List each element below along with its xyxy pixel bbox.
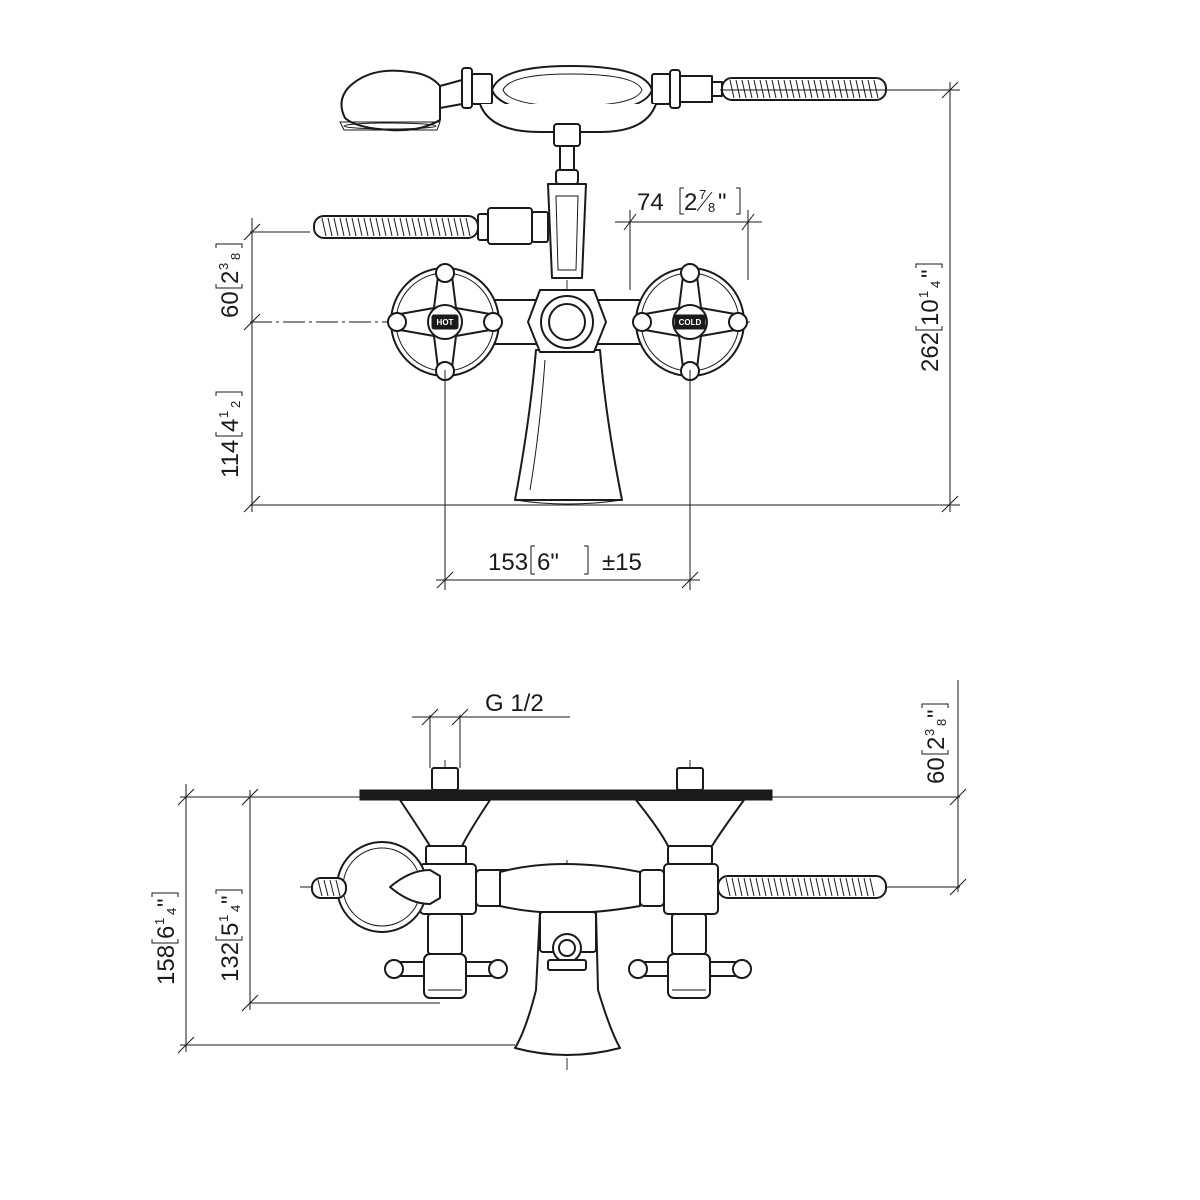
hot-valve: HOT [387,263,503,381]
dim-262-whole: 10 [917,299,944,326]
dim-262-front: 262 10 1 4 " [915,81,959,513]
thread-size: G 1/2 [485,690,544,717]
svg-text:": " [217,895,244,904]
dim-158-den: 4 [164,908,179,915]
dim-132-den: 4 [228,905,243,912]
shower-holder [336,841,441,933]
dim-132-metric: 132 [217,942,244,982]
dim-158-plan: 158 6 1 4 " [151,784,195,1054]
dim-132-num: 1 [216,915,231,922]
dim-60-front: 60 2 3 8 [215,218,261,331]
dim-60-den: 8 [228,253,243,260]
hose-right-plan [717,875,887,899]
svg-text:": " [917,269,944,278]
dim-74-metric: 74 [637,189,664,216]
dim-60p-metric: 60 [923,757,950,784]
top-plan: G 1/2 60 2 3 8 " 132 5 [151,680,967,1070]
dim-132-plan: 132 5 1 4 " [215,788,259,1012]
front-elevation: HOT COLD 74 2 [215,65,960,590]
dim-132-whole: 5 [217,923,244,936]
dim-158-num: 1 [152,918,167,925]
dim-153-metric: 153 [488,549,528,576]
dim-153-front: 153 6" ±15 [436,545,700,589]
dim-158-metric: 158 [153,945,180,985]
dim-114-den: 2 [228,401,243,408]
dim-153-imperial: 6" [537,549,559,576]
dim-60p-den: 8 [934,719,949,726]
dim-262-den: 4 [928,281,943,288]
dim-60-whole: 2 [217,271,244,284]
dim-262-metric: 262 [917,332,944,372]
dim-114-front: 114 4 1 2 [215,330,261,513]
cold-handle-plan [628,913,752,999]
wall-plate [359,789,773,801]
dim-60-num: 3 [216,263,231,270]
dim-158-whole: 6 [153,926,180,939]
dim-74-num: 7 [699,187,706,202]
center-hub [527,289,607,353]
dim-114-metric: 114 [217,440,244,478]
dim-60p-whole: 2 [923,737,950,750]
dim-153-tolerance: ±15 [602,549,642,576]
hose-left-plan [311,877,347,899]
dim-74-den: 8 [708,200,715,215]
svg-text:": " [923,709,950,718]
dim-60p-num: 3 [922,729,937,736]
dim-60-metric: 60 [217,291,244,318]
dim-114-num: 1 [216,411,231,418]
cold-label: COLD [679,318,702,327]
dim-60-plan: 60 2 3 8 " [921,680,967,896]
dim-74: 74 2 7 8 " [615,187,762,231]
hot-label: HOT [437,318,454,327]
svg-text:": " [153,898,180,907]
hose-upper [721,77,887,101]
dim-262-num: 1 [916,291,931,298]
hose-left [313,207,549,245]
dim-thread: G 1/2 [412,690,570,726]
cold-valve: COLD [632,263,748,381]
hot-handle-plan [384,913,508,999]
svg-text:": " [718,189,727,216]
dim-114-whole: 4 [217,419,244,432]
dim-74-whole: 2 [684,189,697,216]
